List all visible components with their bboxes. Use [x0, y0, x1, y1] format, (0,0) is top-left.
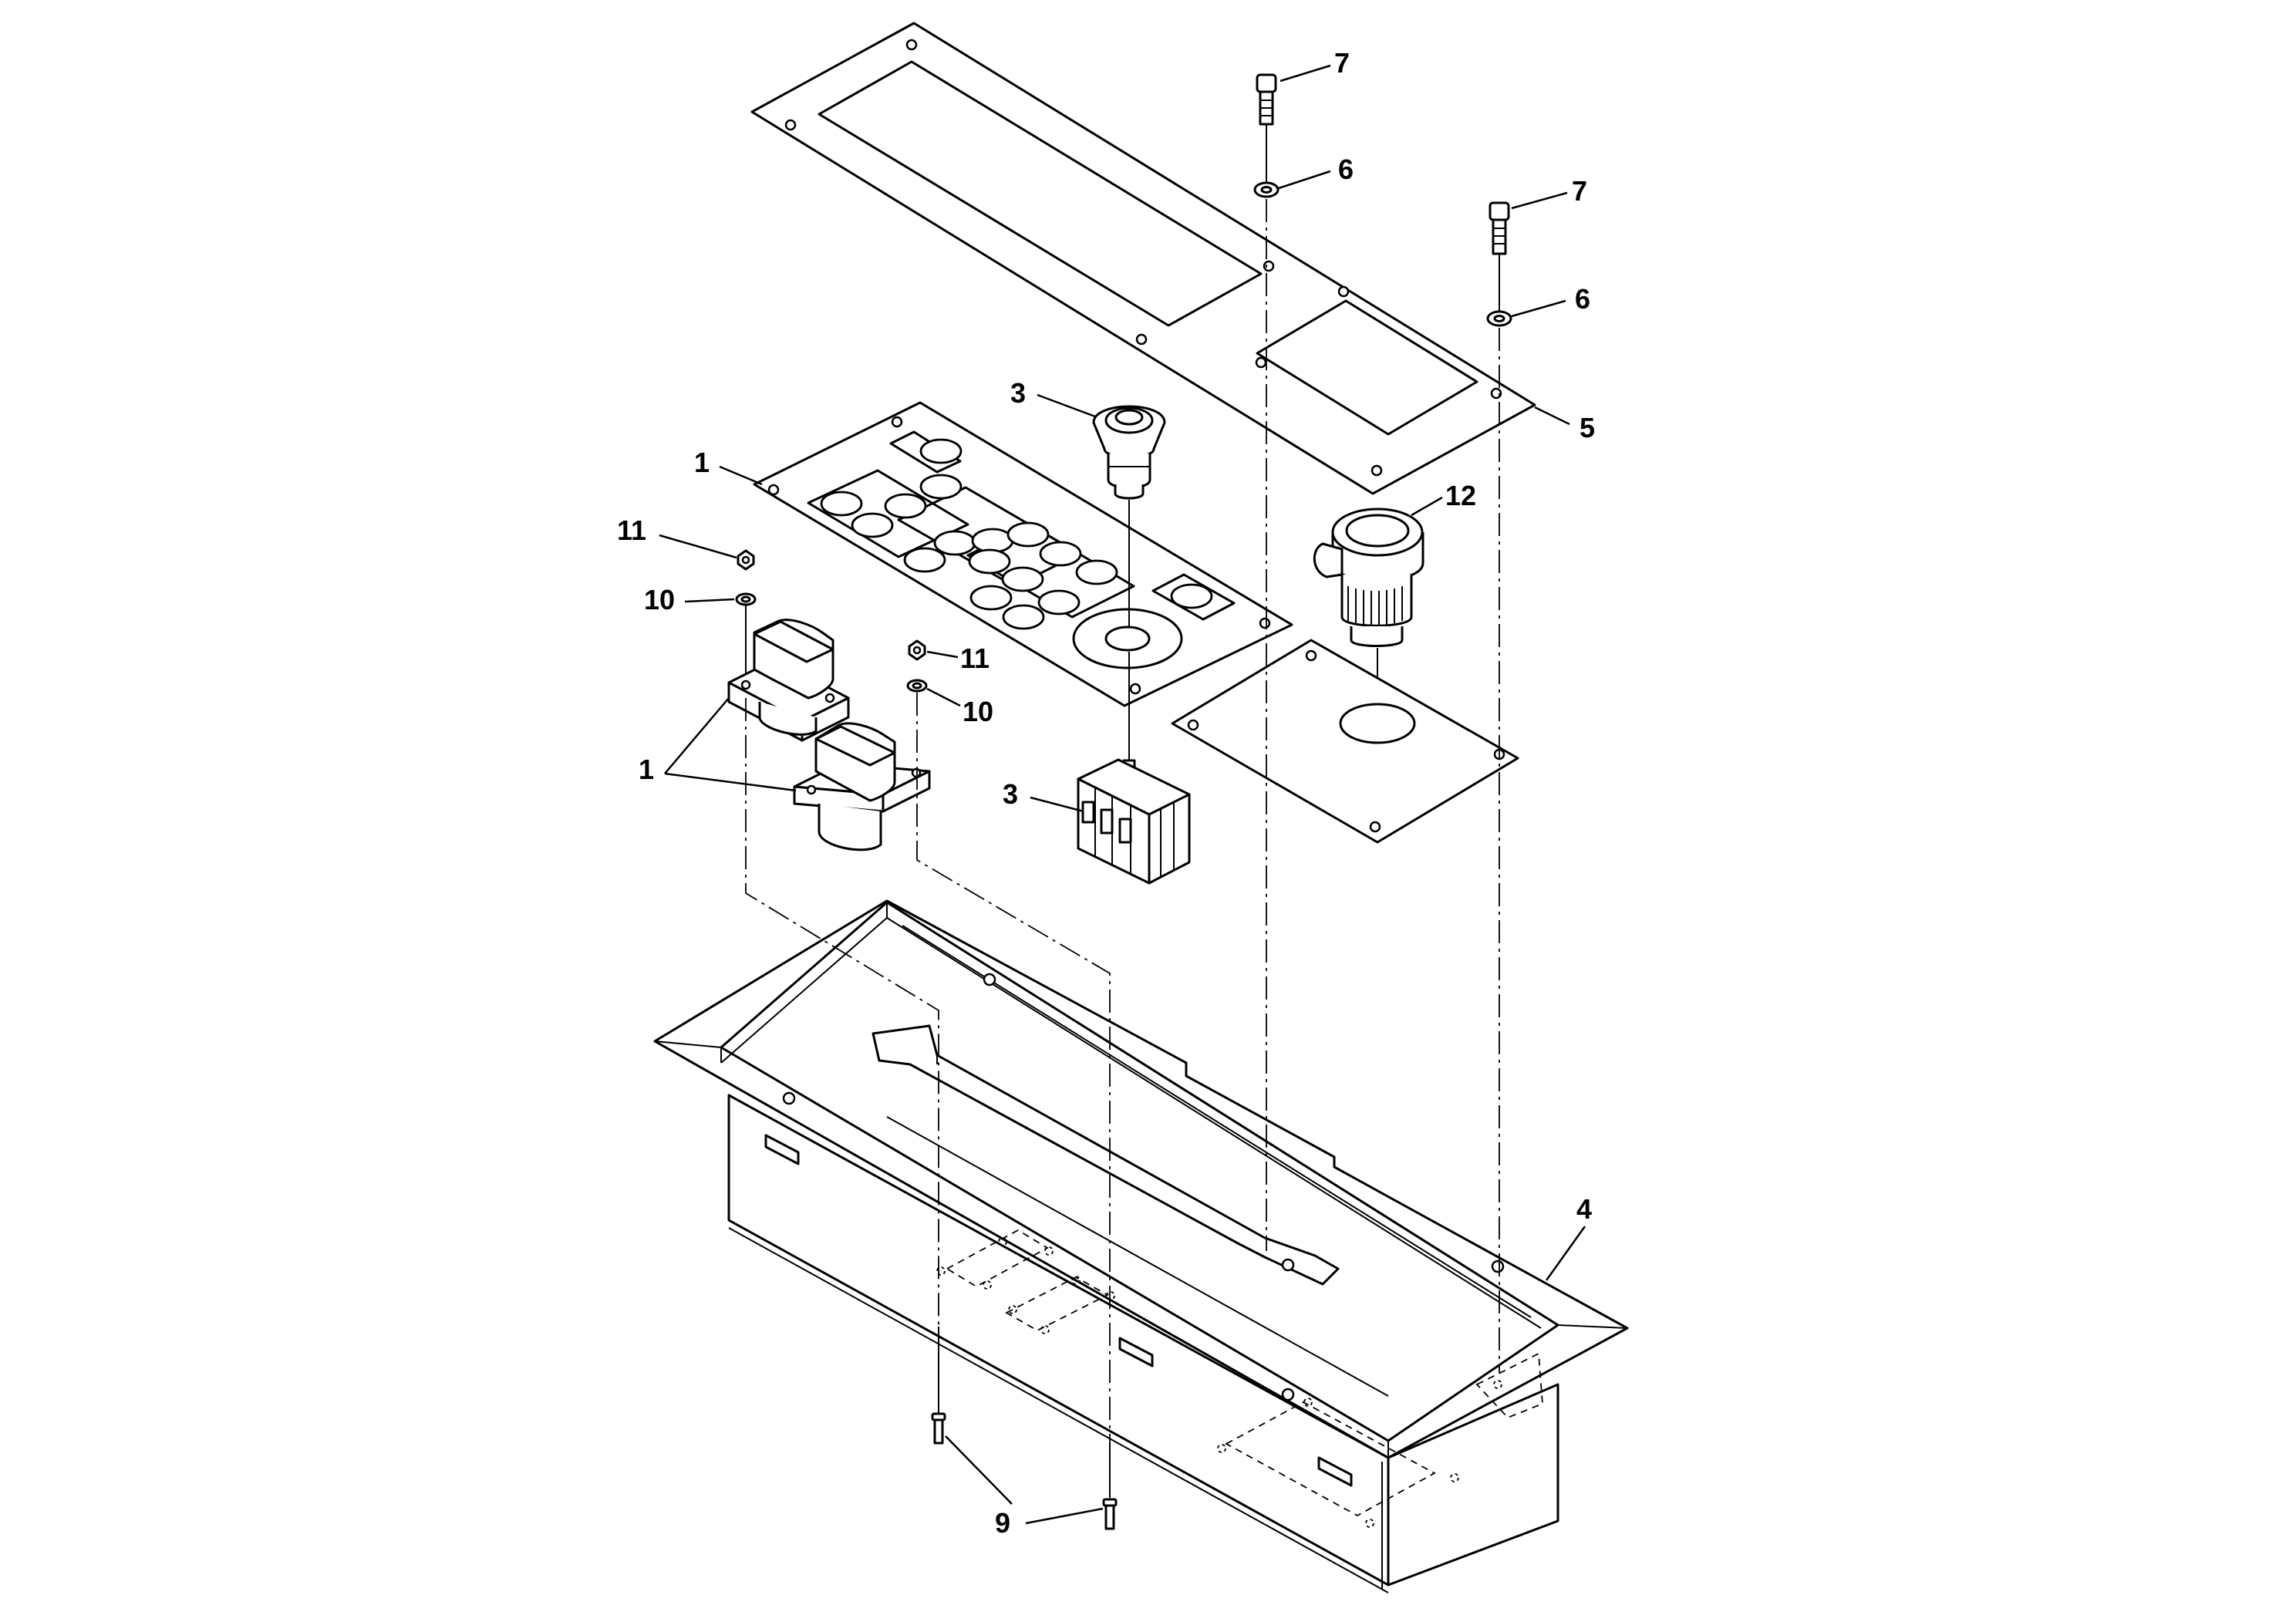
keypad-panel-part-1 — [753, 401, 1293, 707]
callout-10-left: 10 — [644, 584, 735, 615]
callout-7-right: 7 — [1511, 175, 1587, 210]
callout-label-6: 6 — [1575, 283, 1590, 315]
callout-label-12: 12 — [1445, 480, 1476, 511]
callout-label-3: 3 — [1010, 377, 1026, 409]
signal-unit-upper-part-1 — [727, 619, 850, 742]
callout-label-5: 5 — [1580, 412, 1595, 443]
callout-label-11: 11 — [617, 514, 646, 546]
bolt-left-part-7 — [1256, 73, 1277, 182]
contact-block-part-3 — [1077, 652, 1191, 885]
callout-label-1: 1 — [639, 754, 654, 785]
callout-6-right: 6 — [1511, 283, 1590, 318]
callout-label-1: 1 — [694, 447, 710, 478]
washer-left-part-10 — [735, 592, 757, 685]
callout-label-10: 10 — [644, 584, 675, 615]
callout-label-7: 7 — [1334, 47, 1350, 79]
callout-5: 5 — [1534, 406, 1595, 443]
callout-label-9: 9 — [995, 1507, 1010, 1539]
callout-1-units: 1 — [639, 697, 797, 792]
housing-part-4 — [653, 899, 1629, 1593]
emergency-stop-head-part-3 — [1092, 405, 1166, 626]
key-switch-plate — [1171, 639, 1519, 844]
washer-left-part-6 — [1253, 181, 1279, 198]
callout-label-11: 11 — [960, 642, 990, 674]
callout-4: 4 — [1545, 1193, 1592, 1281]
callout-3-bottom: 3 — [1003, 778, 1084, 813]
washer-right-part-10 — [906, 679, 928, 693]
gasket-frame-part-5 — [750, 22, 1536, 495]
callout-9: 9 — [945, 1435, 1104, 1539]
callout-6-top: 6 — [1278, 153, 1354, 190]
callout-label-10: 10 — [963, 696, 993, 727]
signal-unit-lower-part-1 — [793, 722, 931, 851]
callout-12: 12 — [1411, 480, 1476, 517]
callout-1-panel: 1 — [694, 447, 763, 486]
nut-right-part-11 — [908, 639, 926, 661]
callout-label-4: 4 — [1576, 1193, 1592, 1225]
screw-right-part-9 — [1102, 1442, 1118, 1530]
key-switch-part-12 — [1313, 508, 1424, 713]
callout-label-3: 3 — [1003, 778, 1018, 810]
bolt-right-part-7 — [1489, 201, 1510, 311]
callout-11-left: 11 — [617, 514, 737, 559]
nut-left-part-11 — [737, 549, 755, 571]
callout-label-7: 7 — [1572, 175, 1587, 207]
alignment-centerlines — [745, 199, 1500, 1442]
callout-10-right: 10 — [926, 687, 993, 727]
washer-right-part-6 — [1486, 310, 1512, 327]
screw-left-part-9 — [931, 1327, 946, 1445]
callout-3-top: 3 — [1010, 377, 1096, 418]
callout-label-6: 6 — [1338, 153, 1354, 185]
callout-7-top: 7 — [1279, 47, 1350, 83]
callout-11-right: 11 — [926, 642, 990, 674]
